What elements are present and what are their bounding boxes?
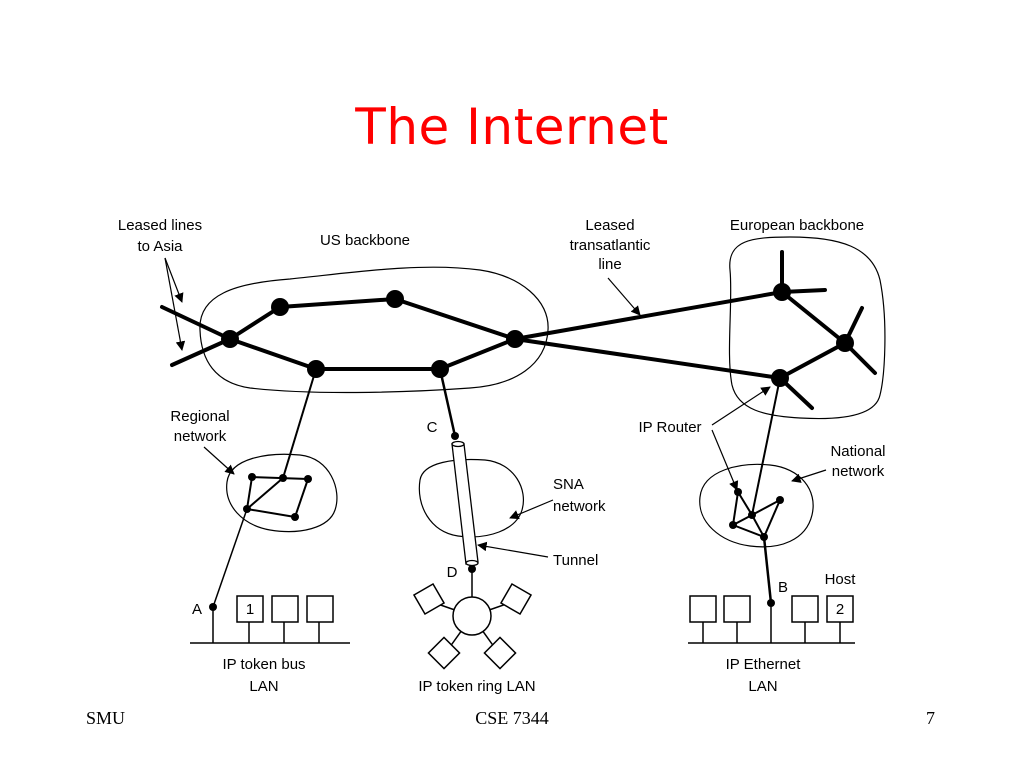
point-d-label: D (447, 564, 458, 581)
router-node (386, 290, 404, 308)
point-c-dot (451, 432, 459, 440)
router-node (773, 283, 791, 301)
national-uplink (751, 377, 781, 516)
slide-title: The Internet (355, 98, 669, 156)
regional-network-outline (226, 453, 338, 533)
ethernet-lan-label: LAN (748, 678, 777, 695)
b-link (762, 536, 773, 604)
regional-uplink (282, 368, 317, 479)
token-bus-lan (190, 595, 350, 644)
ip-router-label: IP Router (638, 419, 701, 436)
token-ring-lan (412, 582, 533, 670)
token-ring (452, 596, 492, 636)
token-bus-lan-label: IP token bus (222, 656, 305, 673)
point-c-label: C (427, 419, 438, 436)
national-network-links (732, 491, 781, 538)
point-a-label: A (192, 601, 202, 618)
european-backbone-links (778, 250, 877, 410)
transatlantic-label: transatlantic (570, 237, 651, 254)
token-bus-lan-label: LAN (249, 678, 278, 695)
european-backbone-label: European backbone (730, 217, 864, 234)
point-a-dot (209, 603, 217, 611)
us-backbone-links (160, 297, 517, 371)
transatlantic-label: Leased (585, 217, 634, 234)
leased-lines-label: to Asia (137, 238, 183, 255)
ethernet-lan-label: IP Ethernet (726, 656, 802, 673)
european-backbone-outline (728, 236, 886, 420)
us-backbone-label: US backbone (320, 232, 410, 249)
sna-network-label: network (553, 498, 606, 515)
footer-center: CSE 7344 (475, 708, 549, 728)
router-node (836, 334, 854, 352)
sna-network-label: SNA (553, 476, 584, 493)
regional-network-label: Regional (170, 408, 229, 425)
host-box-1-label: 1 (246, 601, 254, 618)
regional-network-label: network (174, 428, 227, 445)
us-backbone-outline (199, 266, 549, 394)
leased-lines-label: Leased lines (118, 217, 202, 234)
token-ring-lan-label: IP token ring LAN (418, 678, 535, 695)
host-box-2-label: 2 (836, 601, 844, 618)
label-arrows (164, 257, 827, 558)
host-label: Host (825, 571, 857, 588)
point-b-dot (767, 599, 775, 607)
regional-to-bus-link (212, 508, 248, 608)
transatlantic-lines (513, 290, 784, 380)
footer-left: SMU (86, 708, 126, 728)
national-network-label: National (830, 443, 885, 460)
us-backbone-routers (221, 290, 524, 378)
page-number: 7 (926, 708, 935, 728)
european-backbone-routers (771, 283, 854, 387)
transatlantic-label: line (598, 256, 621, 273)
ethernet-lan (688, 595, 855, 644)
regional-network-nodes (243, 473, 312, 521)
regional-network-links (246, 476, 309, 518)
national-network-outline (699, 463, 814, 548)
router-node (221, 330, 239, 348)
point-b-label: B (778, 579, 788, 596)
tunnel-label: Tunnel (553, 552, 598, 569)
c-link (438, 368, 457, 437)
router-node (271, 298, 289, 316)
national-network-label: network (832, 463, 885, 480)
